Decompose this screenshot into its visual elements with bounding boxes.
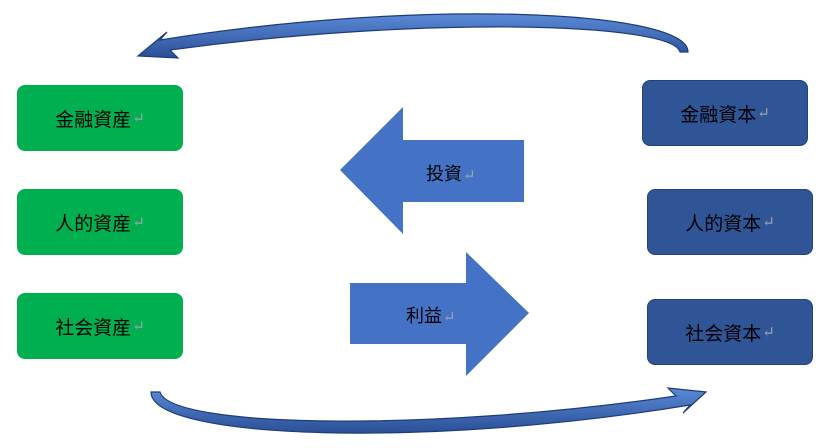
capital-box-human: 人的資本↵ [647,189,813,255]
paragraph-mark: ↵ [762,213,775,231]
paragraph-mark: ↵ [132,317,145,335]
top-curved-arrow [136,13,689,59]
asset-label: 人的資産 [55,212,132,235]
capital-box-social: 社会資本↵ [647,299,813,365]
paragraph-mark: ↵ [757,104,770,122]
paragraph-mark: ↵ [132,213,145,231]
investment-block-arrow [340,107,524,234]
asset-box-social: 社会資産↵ [17,293,183,359]
profit-block-arrow [350,252,529,376]
asset-box-human: 人的資産↵ [17,189,183,255]
asset-box-financial: 金融資産↵ [17,85,183,151]
bottom-curved-arrow [150,387,708,434]
investment-label: 投資 [426,164,462,185]
asset-label: 社会資産 [55,316,132,339]
asset-label: 金融資産 [55,108,132,131]
paragraph-mark: ↵ [762,323,775,341]
paragraph-mark: ↵ [132,109,145,127]
paragraph-mark: ↵ [463,166,476,184]
paragraph-mark: ↵ [443,308,456,326]
capital-label: 金融資本 [680,103,757,126]
profit-label: 利益 [406,306,442,327]
capital-box-financial: 金融資本↵ [642,80,808,146]
capital-label: 人的資本 [685,212,762,235]
investment-label-wrap: 投資↵ [426,160,476,186]
capital-label: 社会資本 [685,322,762,345]
profit-label-wrap: 利益↵ [406,302,456,328]
